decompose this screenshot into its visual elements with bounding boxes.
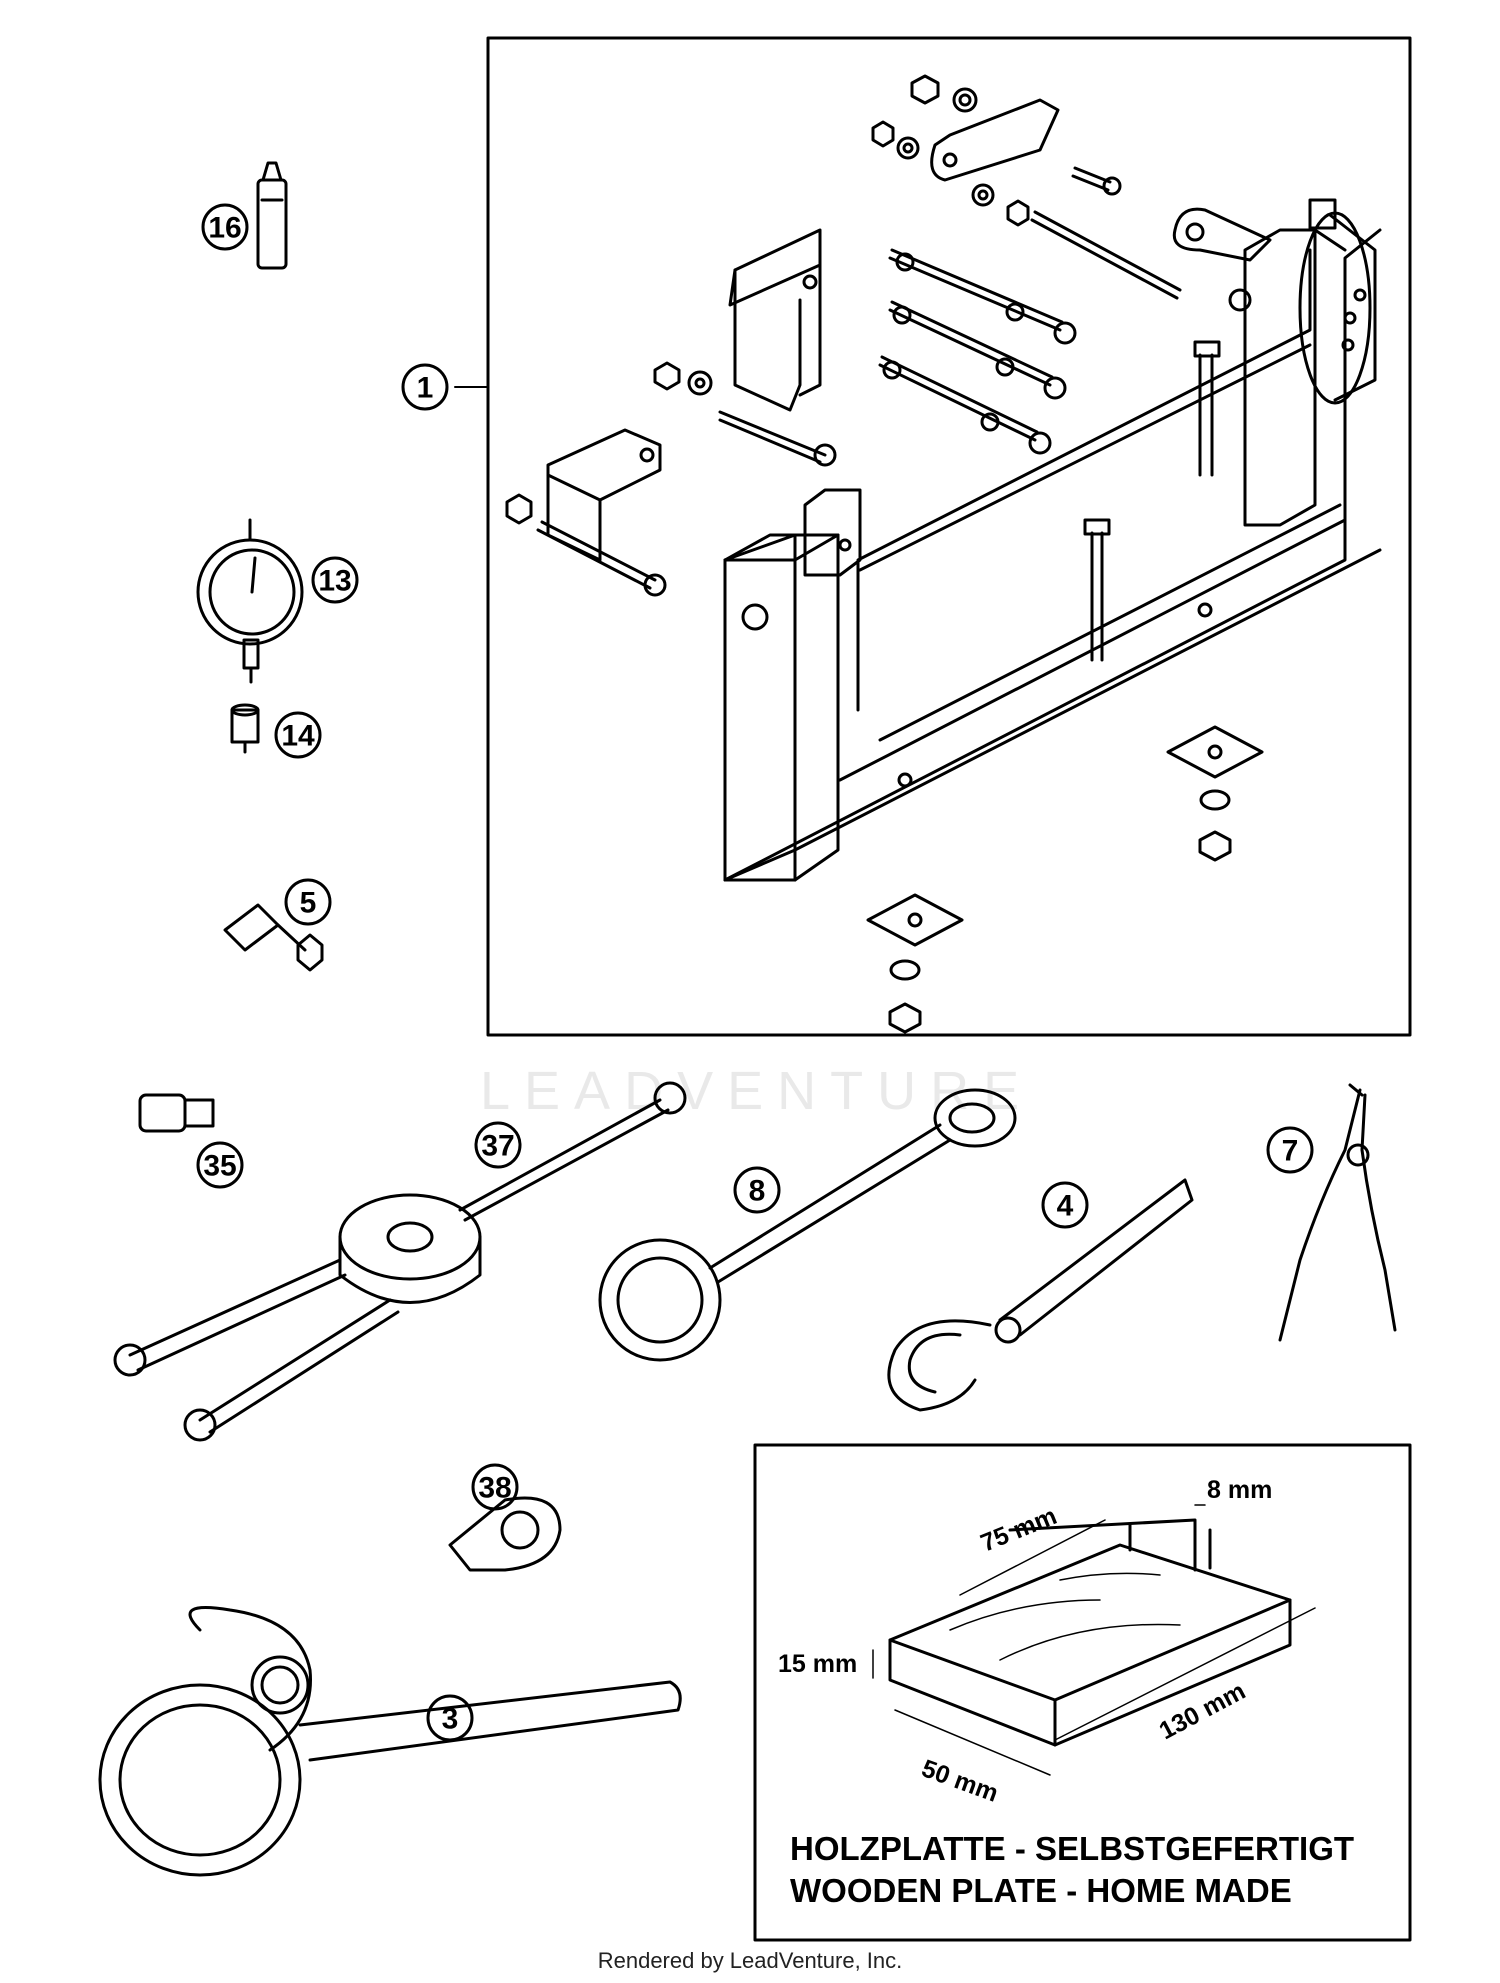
engine-stand-frame — [454, 36, 1412, 1037]
watermark-text: LEADVENTURE — [480, 1061, 1034, 1121]
footer-credit: Rendered by LeadVenture, Inc. — [597, 1948, 903, 1973]
callout-1: 1 — [417, 372, 434, 405]
callout-14: 14 — [281, 720, 315, 753]
holding-wrench — [98, 1606, 682, 1877]
callout-3: 3 — [442, 1703, 459, 1736]
dimension-8mm: 8 mm — [1207, 1476, 1272, 1504]
callout-16: 16 — [208, 212, 241, 245]
locking-screw — [223, 903, 324, 972]
callout-circles — [196, 203, 1314, 1742]
socket-insert — [138, 1093, 215, 1133]
caption-english: WOODEN PLATE - HOME MADE — [790, 1872, 1292, 1909]
dimension-130mm: 130 mm — [1155, 1677, 1250, 1745]
gauge-adapter — [230, 703, 260, 754]
wooden-plate-box — [753, 1443, 1412, 1942]
marker-tool — [256, 161, 288, 270]
dimension-15mm: 15 mm — [778, 1650, 857, 1678]
dimension-50mm: 50 mm — [918, 1754, 1002, 1807]
callout-5: 5 — [300, 887, 317, 920]
callout-35: 35 — [203, 1150, 236, 1183]
callout-8: 8 — [749, 1175, 766, 1208]
dial-gauge — [196, 518, 304, 684]
callout-38: 38 — [478, 1472, 511, 1505]
pin-spanner — [598, 1088, 1017, 1362]
caption-german: HOLZPLATTE - SELBSTGEFERTIGT — [790, 1830, 1355, 1867]
callout-37: 37 — [481, 1130, 514, 1163]
circlip-pliers — [1278, 1083, 1397, 1342]
flywheel-puller — [113, 1081, 687, 1442]
hook-wrench — [887, 1178, 1194, 1412]
gauge-plate — [448, 1496, 562, 1572]
callout-7: 7 — [1282, 1135, 1299, 1168]
callout-4: 4 — [1057, 1190, 1074, 1223]
callout-13: 13 — [318, 565, 351, 598]
